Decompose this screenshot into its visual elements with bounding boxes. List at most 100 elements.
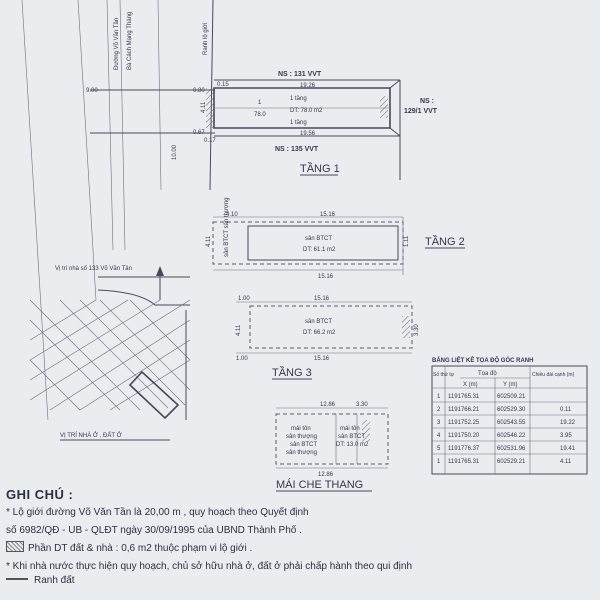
- roof-cell1-a: mái tôn: [291, 426, 311, 432]
- notes-line-1: * Lộ giới đường Võ Văn Tần là 20,00 m , …: [6, 507, 309, 518]
- coord-row-stt: 5: [437, 446, 441, 452]
- floor3-plan: [236, 301, 413, 354]
- floor3-room: sân BTCT: [305, 319, 332, 325]
- coord-col-dist: Chiều dài cạnh (m): [532, 372, 575, 378]
- notes-line-2: số 6982/QĐ - UB - QLĐT ngày 30/09/1995 c…: [6, 525, 302, 536]
- coord-row-y: 602546.22: [497, 433, 526, 439]
- coord-col-stt: Số thứ tự: [433, 372, 455, 378]
- roof-cell2-a: sân BTCT: [290, 442, 317, 448]
- coord-row-x: 1191765.31: [448, 394, 480, 400]
- coord-row-dist: 3.95: [560, 433, 572, 439]
- coord-row-y: 602529.21: [497, 459, 526, 465]
- coord-table: [431, 365, 588, 475]
- floor1-north-neighbor: NS : 131 VVT: [278, 71, 322, 78]
- notes-section: GHI CHÚ : * Lộ giới đường Võ Văn Tần là …: [6, 486, 594, 590]
- floor2-inner-left: sân BTCT sân thượng: [224, 197, 230, 257]
- floor3-right-height: 3.30: [414, 324, 420, 336]
- coord-row-dist: 0.11: [560, 407, 572, 413]
- floor1-side-b: 0.17: [204, 138, 216, 144]
- floor2-plan: [212, 216, 404, 275]
- coord-row-stt: 3: [437, 420, 441, 426]
- floor2-right-height: 1.11: [404, 235, 410, 247]
- floor1-gap: 4.11: [201, 101, 207, 113]
- notes-line-3-text: Phần DT đất & nhà : 0,6 m2 thuộc phạm vi…: [28, 543, 253, 554]
- roof-cell1-b: sân thượng: [286, 434, 317, 440]
- roof-cell3-b: sân BTCT: [338, 434, 365, 440]
- notes-line-4: * Khi nhà nước thực hiện quy hoạch, chủ …: [6, 561, 413, 572]
- floor1-small-id: 1: [258, 100, 262, 106]
- coord-row-y: 602531.96: [497, 446, 526, 452]
- coord-col-y: Y (m): [503, 382, 518, 388]
- floor1-title: TẦNG 1: [300, 162, 340, 175]
- setback-label: Ranh lộ giới: [203, 23, 209, 55]
- roof-title: MÁI CHE THANG: [276, 478, 363, 491]
- floor2-title: TẦNG 2: [425, 235, 465, 248]
- coord-row-stt: 1: [437, 459, 441, 465]
- coord-row-dist: 19.41: [560, 446, 576, 452]
- floor1-room-top: 1 tầng: [290, 96, 307, 102]
- coord-row-y: 602509.21: [497, 394, 526, 400]
- coord-row-x: 1191776.37: [448, 446, 480, 452]
- floor1-top-dim: 19.26: [300, 83, 316, 89]
- floor3-bottom-right: 15.16: [314, 356, 330, 362]
- roof-cell2-b: sân thượng: [286, 450, 317, 456]
- coord-row-stt: 4: [437, 433, 441, 439]
- coord-row-stt: 1: [437, 394, 441, 400]
- dim-1000: 10.00: [172, 144, 178, 160]
- dim-900: 9.00: [86, 88, 98, 94]
- floor1-setback-hatch: [206, 88, 214, 128]
- floor1-small-area: 78.0: [254, 112, 266, 118]
- floor3-left-height: 4.11: [236, 324, 242, 336]
- coord-row-x: 1191766.21: [448, 407, 480, 413]
- floor1-plan: [206, 79, 401, 180]
- coord-row-dist: 4.11: [560, 459, 572, 465]
- floor2-top-left: 4.10: [226, 212, 238, 218]
- location-map: [29, 266, 191, 420]
- floor1-east-label: NS :: [420, 98, 434, 105]
- coord-col-x: X (m): [463, 382, 478, 388]
- floor1-area: DT: 78.0 m2: [290, 108, 323, 114]
- coord-row-x: 1191752.25: [448, 420, 480, 426]
- floor1-left-bottom: 0.67: [193, 130, 205, 136]
- road-main-label: Đường Võ Văn Tần: [114, 18, 120, 70]
- coord-row-x: 1191765.31: [448, 459, 480, 465]
- road-sub-label: Bà Cách Mạng Tháng: [127, 12, 133, 70]
- floor1-east-value: 129/1 VVT: [404, 108, 438, 115]
- notes-line-5: Ranh đất: [6, 572, 594, 590]
- floor2-area: DT: 61.1 m2: [303, 247, 336, 253]
- location-corner-label: Vị trí nhà số 133 Võ Văn Tần: [55, 266, 132, 272]
- roof-bottom-dim: 12.86: [318, 472, 334, 478]
- floor1-south-neighbor: NS : 135 VVT: [275, 146, 319, 153]
- roof-cell3-a: mái tôn: [340, 426, 360, 432]
- coord-row-y: 602529.30: [497, 407, 526, 413]
- roof-top-dim: 12.86: [320, 402, 336, 408]
- roof-cell3-c: DT: 13.0 m2: [336, 442, 369, 448]
- coord-row-stt: 2: [437, 407, 441, 413]
- roof-top-right-dim: 3.30: [356, 402, 368, 408]
- floor1-room-bottom: 1 tầng: [290, 120, 307, 126]
- floor3-top-right: 15.16: [314, 296, 330, 302]
- coord-row-y: 602543.55: [497, 420, 526, 426]
- boundary-line-icon: [6, 578, 28, 580]
- floor2-room: sân BTCT: [305, 236, 332, 242]
- floor1-bottom-dim: 19.56: [300, 131, 316, 137]
- floor2-bottom: 15.16: [318, 274, 334, 280]
- hatch-swatch-icon: [6, 541, 24, 552]
- floor3-bottom-left: 1.00: [236, 356, 248, 362]
- floor1-left-top: 0.80: [193, 88, 205, 94]
- coord-table-title: BẢNG LIỆT KÊ TỌA ĐỘ GÓC RANH: [432, 356, 533, 364]
- notes-line-5-text: Ranh đất: [34, 575, 75, 586]
- floor2-top-right: 15.16: [320, 212, 336, 218]
- coord-col-group: Tọa độ: [478, 371, 497, 377]
- coord-table-rows: 1 1191765.31 602509.21 2 1191766.21 602529.30…: [432, 394, 587, 465]
- notes-heading: GHI CHÚ :: [6, 487, 74, 502]
- floor1-side-a: 0.15: [217, 82, 229, 88]
- floor3-top-left: 1.00: [238, 296, 250, 302]
- floor3-title: TẦNG 3: [272, 366, 312, 379]
- roof-plan: [275, 407, 389, 469]
- coord-row-x: 1191750.20: [448, 433, 480, 439]
- floor2-left-height: 4.11: [206, 235, 212, 247]
- coord-row-dist: 19.22: [560, 420, 576, 426]
- floor3-area: DT: 66.2 m2: [303, 330, 336, 336]
